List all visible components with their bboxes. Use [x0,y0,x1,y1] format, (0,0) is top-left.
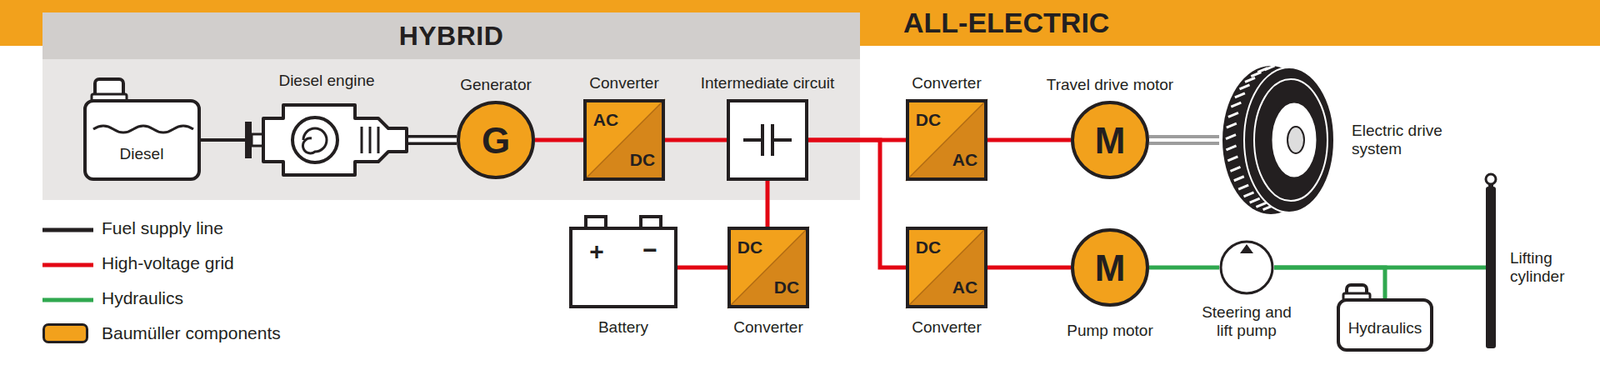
diesel-tank-outline [83,99,201,181]
generator: GeneratorG [456,100,535,180]
diesel-engine-outline [245,96,409,184]
symbol-text: DC [737,237,763,258]
node-label: Electric drive system [1351,121,1444,159]
legend-swatch [42,323,89,344]
node-label: Lifting cylinder [1510,249,1587,286]
high-voltage-line [987,267,1071,269]
node-label: Converter [911,318,981,337]
drive-shaft [1149,140,1220,141]
symbol-text: AC [593,110,619,130]
symbol-text: DC [915,110,941,130]
pump: Steering and lift pump [1219,240,1275,295]
intermediate-circuit: Intermediate circuit [726,99,809,181]
lifting-cylinder-outline [1485,186,1496,349]
ac-dc-converter: ConverterACDC [583,99,665,181]
wheel: Electric drive system [1219,64,1337,216]
hybrid-panel [42,59,860,200]
hybrid-section: HYBRIDDieselDiesel engineGeneratorGConve… [42,12,860,200]
node-label: Converter [911,74,981,93]
symbol-text: − [642,235,658,265]
node-label: Converter [733,318,803,337]
dc-ac-converter: DCACConverter [905,226,988,309]
node-label: Pump motor [1066,321,1153,340]
legend-item: High-voltage grid [42,252,310,278]
pump-outline [1219,240,1275,295]
node-label: Intermediate circuit [700,74,835,93]
legend-line-sample [42,217,95,243]
battery: +−Battery [569,226,678,309]
symbol-text: G [481,120,510,163]
pump-motor: MPump motor [1070,228,1150,307]
high-voltage-line [987,140,1071,141]
legend-line-sample [42,287,95,313]
dc-dc-converter: DCDCConverter [727,226,810,309]
section-heading: ALL-ELECTRIC [903,6,1110,40]
legend-line-sample [42,252,95,278]
legend-label: Fuel supply line [101,218,224,239]
symbol-text: AC [952,150,978,170]
node-label: Diesel engine [278,71,375,90]
travel-drive-motor: Travel drive motorM [1070,100,1150,180]
node-label: Generator [460,75,532,95]
node-label: Steering and lift pump [1195,303,1298,340]
legend-label: High-voltage grid [101,253,235,274]
node-label: HYBRID [42,12,860,60]
symbol-text: DC [630,150,655,170]
symbol-text: DC [915,237,941,258]
symbol-text: DC [774,277,800,298]
fuel-line [200,140,245,141]
diesel-tank: Diesel [83,99,201,181]
battery-outline [569,226,678,309]
symbol-text: M [1095,120,1126,163]
symbol-text: M [1095,247,1126,290]
hydraulic-line [1149,267,1220,269]
hydraulic-tank: Hydraulics [1336,298,1434,352]
node-label: Converter [589,74,659,93]
legend-label: Baumüller components [101,323,281,344]
legend-item: Fuel supply line [42,217,310,243]
node-label: Travel drive motor [1046,75,1174,95]
high-voltage-line [808,140,906,268]
high-voltage-line [767,180,769,227]
high-voltage-line [535,140,584,141]
symbol-text: + [589,237,605,267]
node-label: Battery [598,318,649,337]
legend-item: Hydraulics [42,287,310,313]
lifting-cylinder: Lifting cylinder [1485,186,1496,349]
legend-label: Hydraulics [101,288,184,309]
symbol-text: Hydraulics [1348,319,1423,338]
symbol-text: Diesel [120,145,165,164]
high-voltage-line [677,267,728,269]
legend-item: Baumüller components [42,322,310,348]
diesel-engine: Diesel engine [245,96,409,184]
symbol-text: AC [952,277,978,298]
dc-ac-converter: ConverterDCAC [905,99,988,181]
wheel-outline [1219,64,1337,216]
high-voltage-line [665,140,727,141]
drive-shaft [408,140,457,141]
intermediate-circuit-outline [726,99,809,181]
